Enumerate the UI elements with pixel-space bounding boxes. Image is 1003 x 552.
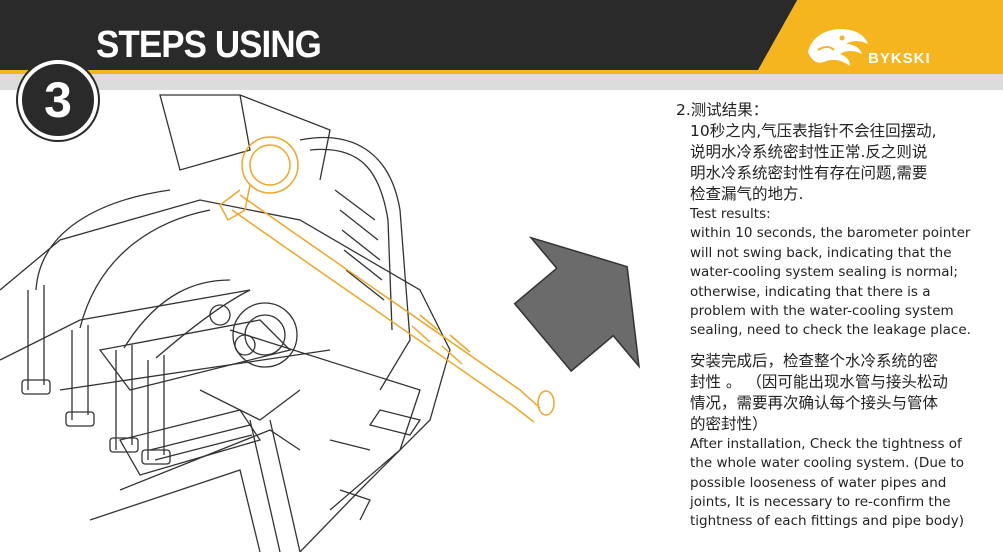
test-line-en: will not swing back, indicating that the bbox=[690, 244, 952, 261]
install-line-en: possible looseness of water pipes and bbox=[690, 474, 947, 491]
test-heading-en: Test results: bbox=[690, 206, 771, 222]
header-accent-line bbox=[0, 70, 1003, 74]
page-title: STEPS USING bbox=[96, 24, 322, 66]
test-line-en: otherwise, indicating that there is a bbox=[690, 283, 931, 300]
test-line-zh: 检查漏气的地方. bbox=[690, 185, 804, 203]
brand-name: BYKSKI bbox=[868, 50, 931, 67]
test-line-zh: 明水冷系统密封性有存在问题,需要 bbox=[690, 164, 928, 182]
install-line-zh: 的密封性） bbox=[690, 414, 768, 433]
test-heading-zh: 2.测试结果： bbox=[676, 101, 769, 119]
test-line-zh: 说明水冷系统密封性正常.反之则说 bbox=[690, 143, 928, 161]
test-line-zh: 10秒之内,气压表指针不会往回摆动, bbox=[690, 122, 937, 140]
test-line-en: within 10 seconds, the barometer pointer bbox=[690, 225, 971, 242]
pointer-arrow bbox=[513, 236, 641, 373]
header-underline bbox=[0, 74, 1003, 90]
installation-illustration bbox=[0, 94, 641, 552]
dragon-logo-icon bbox=[808, 28, 868, 67]
install-line-en: tightness of each fittings and pipe body… bbox=[690, 513, 964, 530]
test-line-en: water-cooling system sealing is normal; bbox=[690, 264, 958, 281]
install-line-zh: 安装完成后，检查整个水冷系统的密 bbox=[690, 351, 939, 370]
instruction-text: 2.测试结果： 10秒之内,气压表指针不会往回摆动, 说明水冷系统密封性正常.反… bbox=[676, 100, 998, 532]
step-number-badge: 3 bbox=[18, 60, 98, 140]
install-line-en: After installation, Check the tightness … bbox=[690, 435, 962, 452]
test-line-en: problem with the water-cooling system bbox=[690, 303, 954, 320]
install-line-en: joints, It is necessary to re-confirm th… bbox=[690, 494, 951, 511]
brand-logo-block bbox=[758, 0, 1003, 70]
install-line-en: the whole water cooling system. (Due to bbox=[690, 455, 965, 472]
install-line-zh: 封性 。 （因可能出现水管与接头松动 bbox=[690, 372, 948, 391]
install-line-zh: 情况，需要再次确认每个接头与管体 bbox=[690, 393, 939, 412]
test-line-en: sealing, need to check the leakage place… bbox=[690, 322, 971, 339]
